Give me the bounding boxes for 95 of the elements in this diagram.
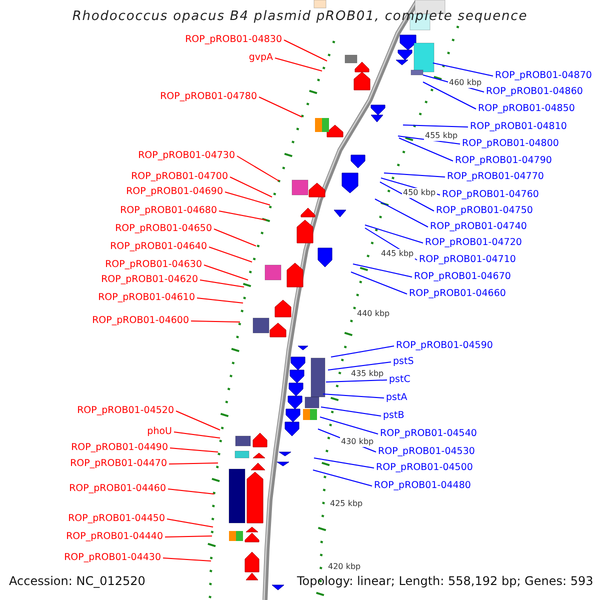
gene-label: ROP_pROB01-04470 [70, 458, 167, 470]
gene-label: ROP_pROB01-04860 [486, 86, 583, 98]
leader-line [168, 488, 214, 494]
leader-line [350, 272, 408, 294]
gene-label: ROP_pROB01-04660 [409, 288, 506, 300]
gene-label: ROP_pROB01-04650 [115, 223, 212, 235]
gene-label: pstS [393, 356, 414, 368]
leader-line [328, 362, 392, 370]
gene-label: ROP_pROB01-04630 [105, 259, 202, 271]
leader-line [374, 198, 428, 228]
gene-label: ROP_pROB01-04530 [378, 446, 475, 458]
leader-line [380, 182, 434, 212]
leader-line [312, 470, 372, 486]
gene-label: ROP_pROB01-04520 [77, 405, 174, 417]
leader-line [214, 228, 256, 246]
gene-label: ROP_pROB01-04810 [470, 121, 567, 133]
leader-line [330, 346, 394, 358]
gene-label: ROP_pROB01-04620 [101, 274, 198, 286]
leader-line [204, 264, 248, 280]
scale-label: 460 kbp [448, 78, 483, 88]
leader-line [432, 62, 494, 76]
gene-label: phoU [147, 426, 172, 438]
scale-label: 450 kbp [402, 188, 437, 198]
map-info-text: Accession: NC_012520 [9, 574, 146, 588]
leader-line [284, 40, 328, 62]
gene-label: ROP_pROB01-04700 [131, 171, 228, 183]
gene-label: ROP_pROB01-04440 [66, 531, 163, 543]
gene-label: ROP_pROB01-04670 [414, 271, 511, 283]
scale-label: 425 kbp [329, 499, 364, 509]
leader-line [230, 176, 272, 198]
gene-label: ROP_pROB01-04780 [160, 91, 257, 103]
leader-line [164, 536, 212, 538]
gene-label: ROP_pROB01-04750 [436, 205, 533, 217]
scale-label: 455 kbp [424, 131, 459, 141]
gene-label: ROP_pROB01-04600 [92, 315, 189, 327]
leader-line [162, 558, 212, 562]
leader-line [364, 224, 424, 244]
leader-line [224, 192, 270, 206]
gene-label: ROP_pROB01-04460 [69, 483, 166, 495]
leader-line [208, 246, 252, 262]
leader-line [176, 410, 220, 430]
leader-line [174, 432, 220, 438]
gene-label: ROP_pROB01-04720 [425, 237, 522, 249]
gene-label: ROP_pROB01-04430 [64, 552, 161, 564]
gene-label: ROP_pROB01-04850 [478, 103, 575, 115]
gene-label: pstA [386, 392, 408, 404]
gene-label: ROP_pROB01-04830 [185, 34, 282, 46]
gene-label: ROP_pROB01-04640 [110, 241, 207, 253]
leader-line [196, 298, 244, 304]
leader-line [168, 462, 218, 464]
leader-line [320, 416, 378, 434]
leader-line [422, 82, 476, 110]
scale-label: 430 kbp [340, 437, 375, 447]
gene-label: ROP_pROB01-04610 [98, 292, 195, 304]
leader-line [352, 264, 412, 278]
gene-label: ROP_pROB01-04590 [396, 340, 493, 352]
gene-label: ROP_pROB01-04760 [442, 189, 539, 201]
gene-label: ROP_pROB01-04870 [495, 70, 592, 82]
gene-label: ROP_pROB01-04710 [419, 254, 516, 266]
gene-label: ROP_pROB01-04730 [138, 150, 235, 162]
leader-line [402, 124, 468, 128]
leader-line [190, 320, 240, 322]
leader-line [166, 518, 214, 528]
leader-line [320, 406, 382, 416]
gene-label: ROP_pROB01-04540 [380, 428, 477, 440]
scale-label: 440 kbp [356, 309, 391, 319]
leader-line [398, 138, 454, 162]
leader-line [218, 210, 266, 220]
leader-line [384, 172, 446, 178]
leader-line [236, 156, 280, 182]
leader-line [274, 58, 322, 72]
scale-label: 445 kbp [380, 249, 415, 259]
scale-label: 435 kbp [350, 369, 385, 379]
map-title: Rhodococcus opacus B4 plasmid pROB01, complete sequence [71, 9, 529, 24]
gene-label: ROP_pROB01-04800 [462, 138, 559, 150]
leader-line [200, 280, 244, 288]
leader-line [258, 96, 302, 118]
map-info-text: Topology: linear; Length: 558,192 bp; Genes: 593 [297, 574, 594, 588]
gene-label: ROP_pROB01-04480 [374, 480, 471, 492]
gene-label: ROP_pROB01-04790 [455, 155, 552, 167]
leader-line [326, 380, 388, 382]
leader-line [322, 394, 384, 398]
leader-line [314, 458, 374, 468]
gene-label: ROP_pROB01-04500 [376, 462, 473, 474]
gene-label: pstB [383, 410, 404, 422]
gene-label: ROP_pROB01-04740 [430, 221, 527, 233]
gene-label: ROP_pROB01-04770 [447, 171, 544, 183]
gene-label: ROP_pROB01-04690 [126, 186, 223, 198]
gene-label: ROP_pROB01-04680 [120, 205, 217, 217]
leader-line [170, 448, 218, 452]
gene-label: pstC [389, 374, 410, 386]
gene-label: gvpA [248, 52, 273, 64]
gene-label: ROP_pROB01-04450 [68, 513, 165, 525]
gene-label: ROP_pROB01-04490 [71, 442, 168, 454]
scale-label: 420 kbp [327, 562, 362, 572]
